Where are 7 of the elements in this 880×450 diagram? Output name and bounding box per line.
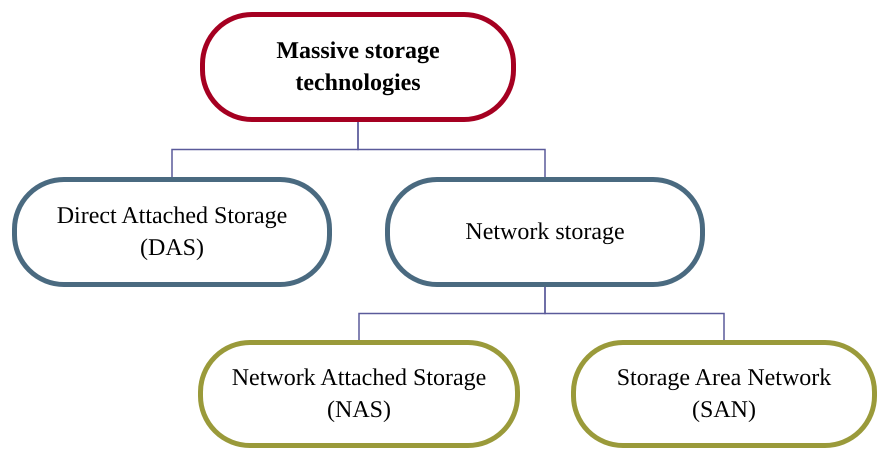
connector-line bbox=[544, 287, 725, 340]
node-label: Direct Attached Storage (DAS) bbox=[56, 202, 288, 263]
node-label: Storage Area Network (SAN) bbox=[616, 364, 832, 425]
node-label: Network Attached Storage (NAS) bbox=[230, 364, 488, 425]
node-label: Network storage bbox=[464, 218, 626, 247]
node-label: Massive storage technologies bbox=[275, 36, 441, 98]
connector-line bbox=[357, 122, 546, 177]
